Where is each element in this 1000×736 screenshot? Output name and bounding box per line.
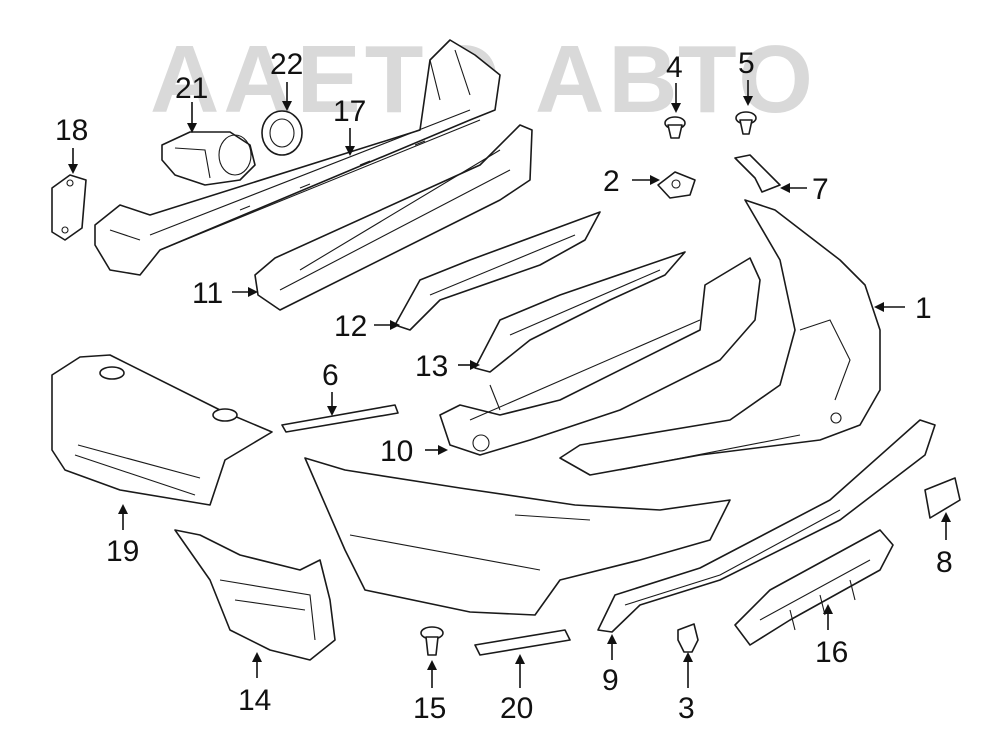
part-5-screw — [735, 111, 757, 135]
callout-4: 4 — [666, 51, 683, 84]
part-9-diffuser — [597, 419, 936, 633]
callout-labels: 1 2 3 4 5 6 7 8 9 10 11 12 13 14 15 16 1… — [55, 47, 953, 725]
part-1-bumper-cover — [559, 199, 881, 476]
part-22-grommet — [261, 110, 303, 156]
part-15-bolt — [420, 626, 444, 656]
callout-13: 13 — [415, 350, 448, 383]
callout-18: 18 — [55, 114, 88, 147]
callout-14: 14 — [238, 684, 271, 717]
part-13-lower-shield — [474, 251, 686, 373]
callout-6: 6 — [322, 359, 339, 392]
part-16-lower-bracket — [734, 529, 894, 646]
callout-9: 9 — [602, 664, 619, 697]
callout-8: 8 — [936, 546, 953, 579]
part-12-heat-shield — [394, 211, 601, 331]
part-2-clip-nut — [657, 171, 696, 199]
part-21-tow-socket — [161, 131, 256, 186]
callout-7: 7 — [812, 173, 829, 206]
callout-15: 15 — [413, 692, 446, 725]
part-3-rivet — [677, 623, 699, 653]
leader-lines — [68, 80, 951, 688]
part-19-side-panel — [51, 354, 273, 506]
part-4-push-clip — [664, 116, 686, 139]
callout-17: 17 — [333, 95, 366, 128]
callout-22: 22 — [270, 48, 303, 81]
part-17-impact-bar — [94, 39, 501, 276]
part-14-side-bracket — [174, 529, 336, 661]
callout-3: 3 — [678, 692, 695, 725]
callout-2: 2 — [603, 165, 620, 198]
callout-10: 10 — [380, 435, 413, 468]
part-10-carrier — [439, 257, 761, 456]
part-bumper-lower-shell — [304, 457, 731, 616]
callout-1: 1 — [915, 292, 932, 325]
part-7-bracket — [734, 154, 781, 193]
part-20-reflector — [474, 629, 571, 656]
callout-20: 20 — [500, 692, 533, 725]
part-8-end-trim — [924, 477, 961, 519]
callout-19: 19 — [106, 535, 139, 568]
part-11-energy-absorber — [254, 124, 533, 311]
part-6-trim-strip — [281, 404, 399, 433]
callout-11: 11 — [192, 277, 223, 310]
callout-21: 21 — [175, 72, 208, 105]
callout-12: 12 — [334, 310, 367, 343]
callout-16: 16 — [815, 636, 848, 669]
callout-5: 5 — [738, 47, 755, 80]
part-18-cover-plate — [51, 174, 87, 241]
